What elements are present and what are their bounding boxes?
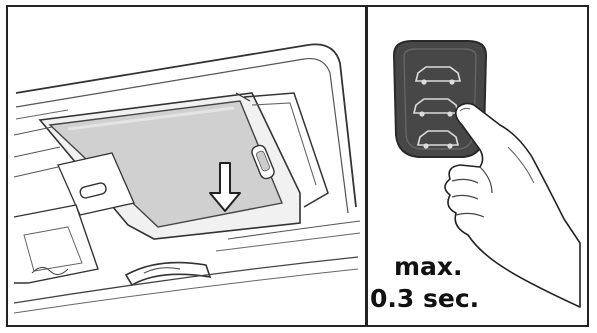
caption-max-label: max.: [368, 251, 528, 283]
instruction-figure: max. 0.3 sec.: [6, 5, 589, 327]
press-duration-caption: max. 0.3 sec.: [368, 251, 528, 315]
remote-key-panel: max. 0.3 sec.: [368, 7, 586, 325]
sunroof-panel: [8, 7, 365, 325]
caption-duration-value: 0.3 sec.: [368, 283, 528, 315]
sunroof-illustration: [8, 7, 365, 325]
